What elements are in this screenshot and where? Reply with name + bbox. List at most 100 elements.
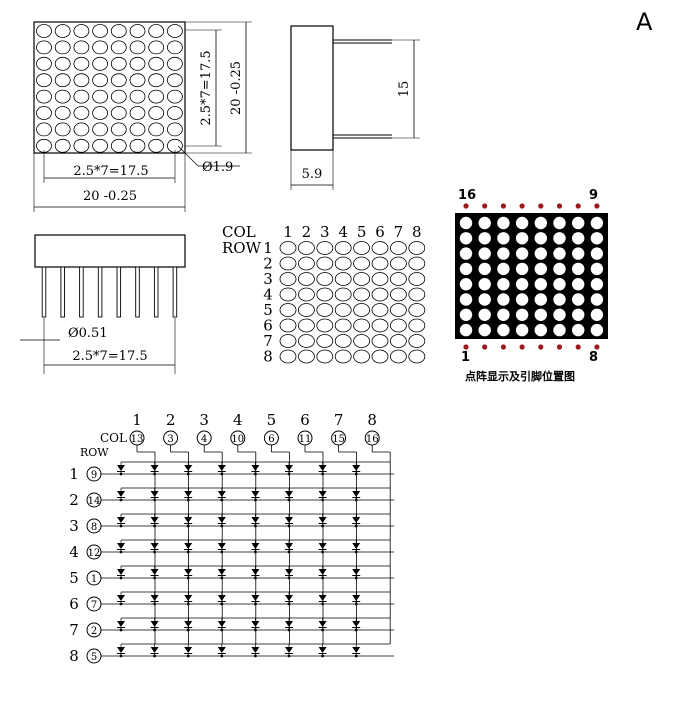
- schematic-led-diode: [150, 465, 159, 471]
- schematic-led-diode: [285, 543, 293, 549]
- grid-dot: [371, 272, 389, 286]
- schematic-led-diode: [318, 647, 327, 653]
- schematic-row-number: 2: [69, 491, 79, 509]
- schematic-led-diode: [318, 465, 327, 471]
- grid-dot: [297, 318, 315, 333]
- pinout-dot: [590, 232, 604, 245]
- front-view: 2.5*7=17.5 20 -0.25 2.5*7=17.5 20 -0.25 …: [33, 21, 252, 212]
- pin-16-label: 16: [458, 188, 476, 203]
- schematic-led-diode: [318, 491, 327, 497]
- pinout-dot: [590, 308, 604, 321]
- pinout-dot: [478, 216, 491, 230]
- schematic-junction: [186, 498, 190, 502]
- schematic-junction: [321, 524, 324, 528]
- schematic-led-diode: [285, 647, 293, 653]
- front-dot: [92, 24, 108, 38]
- schematic-junction: [153, 472, 157, 476]
- grid-dot: [408, 241, 426, 255]
- pinout-dot: [515, 323, 529, 337]
- pin-9-label: 9: [589, 188, 598, 203]
- grid-col-number: 4: [338, 223, 348, 241]
- front-dot: [36, 106, 52, 120]
- schematic-led-diode: [352, 465, 361, 471]
- grid-dot: [334, 272, 352, 286]
- pinout-dot: [515, 308, 529, 321]
- grid-dot: [316, 256, 334, 271]
- schematic-col-number: 7: [334, 411, 344, 429]
- schematic-led-diode: [217, 595, 226, 601]
- front-dot: [110, 138, 127, 153]
- grid-dot: [353, 303, 371, 317]
- grid-dot: [297, 287, 315, 302]
- bottom-view-pins: [41, 266, 178, 318]
- grid-dot: [371, 318, 389, 333]
- front-dot: [148, 40, 165, 55]
- schematic-junction: [287, 498, 291, 502]
- front-dot: [36, 89, 52, 104]
- grid-dot: [316, 287, 334, 302]
- grid-dot: [279, 303, 297, 317]
- grid-dot: [371, 349, 389, 364]
- schematic-led-diode: [117, 569, 125, 575]
- front-dot: [73, 24, 90, 38]
- pinout-dot: [572, 216, 585, 230]
- pinout-dot: [515, 216, 529, 230]
- grid-dot: [334, 241, 352, 255]
- front-dot: [166, 56, 183, 71]
- front-dot: [129, 40, 146, 55]
- schematic-junction: [254, 498, 257, 502]
- pinout-dot: [553, 293, 566, 306]
- grid-dot: [353, 241, 371, 255]
- grid-dot: [297, 303, 315, 317]
- grid-dot: [408, 349, 426, 364]
- front-dot: [92, 106, 108, 120]
- schematic-led-diode: [117, 491, 125, 497]
- pinout-dot: [459, 262, 473, 276]
- schematic-junction: [119, 550, 123, 554]
- pin-pitch-dim: 2.5*7=17.5: [72, 349, 147, 364]
- pinout-view: 16 9 1 8 点阵显示及引脚位置图: [455, 188, 608, 383]
- bottom-pin: [60, 266, 65, 318]
- schematic-led-diodes: [117, 461, 391, 658]
- schematic-junction: [153, 628, 157, 632]
- schematic-row-number: 7: [69, 621, 79, 639]
- pinout-dot: [459, 232, 473, 245]
- bottom-pin: [172, 266, 178, 318]
- schematic-col-pin-number: 13: [131, 434, 144, 445]
- pinout-matrix-face: [455, 213, 608, 339]
- schematic-led-diode: [352, 543, 361, 549]
- grid-dot: [279, 318, 297, 333]
- bottom-pin: [97, 266, 103, 318]
- pinout-dot: [553, 247, 566, 260]
- schematic-led-diode: [117, 595, 125, 601]
- grid-row-number: 2: [263, 255, 273, 273]
- grid-dot: [297, 349, 315, 364]
- schematic-led-diode: [318, 621, 327, 627]
- grid-dot: [408, 303, 426, 317]
- schematic-col-number: 3: [199, 411, 209, 429]
- schematic-junction: [220, 602, 224, 606]
- grid-row-label: ROW: [222, 239, 262, 257]
- schematic-led-diode: [352, 595, 361, 601]
- schematic-led-diode: [318, 517, 327, 523]
- pinout-dot: [553, 216, 566, 230]
- grid-dot: [408, 256, 426, 271]
- bottom-pin: [153, 266, 159, 318]
- schematic-col-pin-number: 10: [231, 434, 244, 445]
- grid-dot: [316, 349, 334, 364]
- schematic-led-diode: [318, 569, 327, 575]
- front-dot: [92, 138, 108, 153]
- pinout-dot: [590, 247, 604, 260]
- grid-dot: [297, 334, 315, 348]
- schematic-wires: [101, 445, 395, 657]
- pinout-pin-dot: [575, 203, 581, 209]
- front-dot: [54, 89, 71, 104]
- front-dot: [110, 73, 127, 88]
- schematic-led-diode: [251, 517, 260, 523]
- schematic-led-diode: [117, 543, 125, 549]
- front-dot: [129, 24, 146, 38]
- schematic-junction: [354, 576, 358, 580]
- schematic-led-diode: [184, 491, 193, 497]
